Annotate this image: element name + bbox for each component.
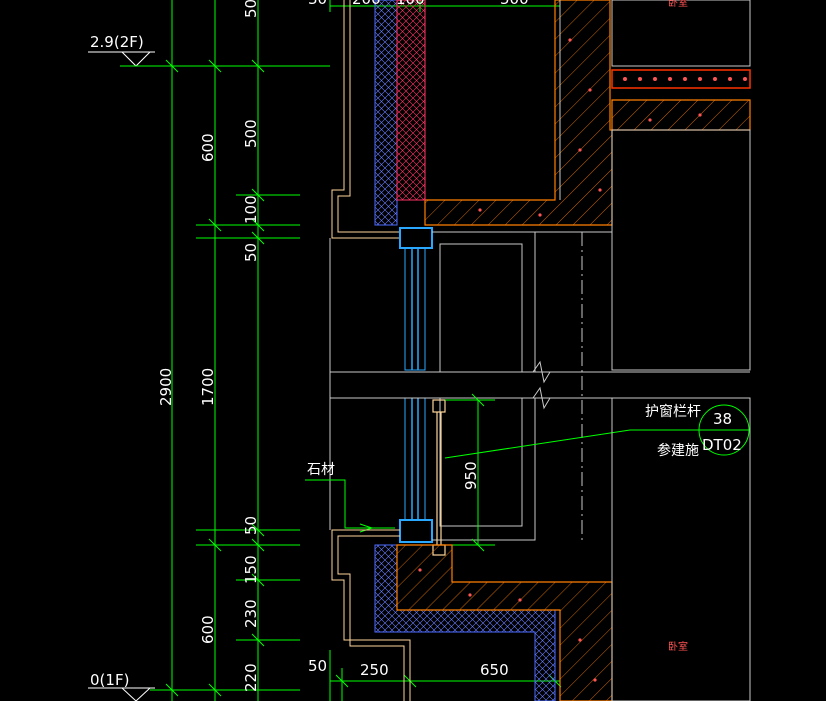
guardrail <box>432 399 446 556</box>
upper-insulation <box>374 0 426 226</box>
detail-callout <box>698 404 750 456</box>
vertical-dimension-lines <box>150 0 330 701</box>
interior-jamb <box>432 231 612 541</box>
concrete-speckle <box>478 38 702 217</box>
dim-lower-50: 50 <box>242 516 260 535</box>
annotation-text: 护窗栏杆 参建施 石材 38 DT02 <box>307 403 742 478</box>
dim-lower-230: 230 <box>242 599 260 628</box>
horizontal-dimension-text: 30 200 100 500 50 250 650 <box>308 0 529 679</box>
room-label-bottom: 卧室 <box>668 640 688 653</box>
stone-label: 石材 <box>307 462 335 478</box>
see-arch-label: 参建施 <box>657 442 699 459</box>
room-label-top: 卧室 <box>668 0 688 9</box>
dim-top-50: 50 <box>242 0 260 18</box>
dim-upper-600: 600 <box>199 133 217 162</box>
dim-bot-650: 650 <box>480 661 509 679</box>
upper-concrete-beam <box>424 0 751 226</box>
dim-top-100: 100 <box>396 0 425 8</box>
level-marker-1f <box>88 687 155 701</box>
dim-bot-250: 250 <box>360 661 389 679</box>
dim-bot-50: 50 <box>308 657 327 675</box>
dim-lower-150: 150 <box>242 555 260 584</box>
lower-finish-outline <box>331 529 411 701</box>
lower-room-outline <box>611 397 751 701</box>
dim-upper-100: 100 <box>242 195 260 224</box>
dim-lower-220: 220 <box>242 663 260 692</box>
level-1f-label: 0(1F) <box>90 671 129 689</box>
level-marker-2f <box>88 51 172 67</box>
dim-1700: 1700 <box>199 368 217 406</box>
room-labels: 卧室 卧室 <box>668 0 688 653</box>
rail-height-dimension <box>445 393 495 552</box>
guardrail-label: 护窗栏杆 <box>645 403 701 420</box>
detail-leader <box>444 429 705 459</box>
level-2f-label: 2.9(2F) <box>90 33 144 51</box>
dim-lower-600: 600 <box>199 615 217 644</box>
stone-leader <box>305 479 395 533</box>
detail-number: 38 <box>713 410 732 428</box>
dim-2900: 2900 <box>157 368 175 406</box>
level-labels: 2.9(2F) 0(1F) <box>90 33 144 689</box>
dim-top-500: 500 <box>500 0 529 8</box>
detail-sheet: DT02 <box>702 436 742 454</box>
dim-top-30: 30 <box>308 0 327 8</box>
dim-rail-950: 950 <box>462 461 480 490</box>
dim-upper-500: 500 <box>242 119 260 148</box>
dim-upper-50: 50 <box>242 243 260 262</box>
upper-finish-outline <box>331 0 400 239</box>
vertical-dimension-text: 2900 1700 600 600 50 500 100 50 50 150 2… <box>157 0 480 692</box>
dim-top-200: 200 <box>352 0 381 8</box>
window-frame <box>399 227 433 543</box>
upper-room-outlines <box>559 0 751 371</box>
break-line <box>329 238 750 530</box>
lower-concrete-beam <box>396 544 613 701</box>
